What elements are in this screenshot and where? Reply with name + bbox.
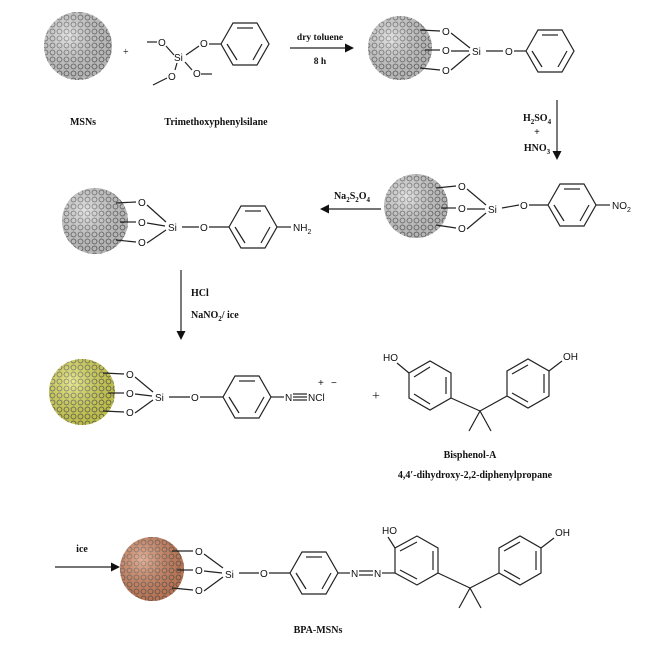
reagent-hcl: HCl xyxy=(191,288,209,299)
nitrophenyl-linker: O O O Si O NO2 xyxy=(435,182,631,235)
condition-ice: ice xyxy=(76,544,88,555)
svg-text:O: O xyxy=(126,408,134,419)
msn-particle-diazonium xyxy=(49,359,115,425)
svg-text:O: O xyxy=(195,547,203,558)
svg-text:O: O xyxy=(520,201,528,212)
svg-text:O: O xyxy=(193,69,201,80)
svg-text:O: O xyxy=(138,218,146,229)
svg-text:OH: OH xyxy=(555,528,570,539)
reagent-plus: + xyxy=(534,127,540,138)
svg-text:O: O xyxy=(168,72,176,83)
msn-particle-nitro xyxy=(384,174,448,238)
reagent-sodium-nitrite: NaNO2/ ice xyxy=(191,310,239,323)
reagent-sulfuric-acid: H2SO4 xyxy=(523,113,552,126)
svg-text:Si: Si xyxy=(472,47,481,58)
aminophenyl-linker: O O O Si O NH2 xyxy=(115,198,311,249)
svg-text:O: O xyxy=(442,46,450,57)
svg-text:O: O xyxy=(158,38,166,49)
siloxane-linker-phenyl: O O O Si O xyxy=(419,27,575,77)
svg-text:O: O xyxy=(200,223,208,234)
svg-text:−: − xyxy=(331,378,337,389)
product-label: BPA-MSNs xyxy=(294,625,343,636)
msn-particle-start xyxy=(44,12,112,80)
svg-text:NH2: NH2 xyxy=(293,223,311,236)
svg-text:N: N xyxy=(351,569,358,580)
svg-text:O: O xyxy=(195,566,203,577)
svg-text:O: O xyxy=(138,238,146,249)
svg-text:O: O xyxy=(260,569,268,580)
svg-text:O: O xyxy=(138,198,146,209)
bisphenol-a-structure: HO OH xyxy=(383,352,578,432)
reagent-nitric-acid: HNO3 xyxy=(524,143,551,156)
svg-text:Si: Si xyxy=(174,53,183,64)
svg-text:O: O xyxy=(191,393,199,404)
svg-text:Si: Si xyxy=(225,570,234,581)
svg-text:O: O xyxy=(126,389,134,400)
diazonium-linker: O O O Si O N NCl + − xyxy=(102,370,337,419)
condition-dry-toluene: dry toluene xyxy=(297,33,343,43)
svg-text:N: N xyxy=(374,569,381,580)
svg-text:O: O xyxy=(505,47,513,58)
svg-text:Si: Si xyxy=(488,205,497,216)
plus-small: + xyxy=(123,47,129,58)
msn-particle-bpa xyxy=(120,537,184,601)
reagent-sodium-dithionite: Na2S2O4 xyxy=(334,191,371,204)
svg-text:O: O xyxy=(442,27,450,38)
svg-text:O: O xyxy=(458,224,466,235)
plus-big: + xyxy=(372,389,380,404)
trimethoxyphenylsilane-structure: O Si O O O xyxy=(147,22,270,86)
svg-text:Si: Si xyxy=(168,223,177,234)
svg-text:HO: HO xyxy=(382,526,397,537)
condition-8h: 8 h xyxy=(314,57,327,67)
bpa-iupac-label: 4,4′-dihydroxy-2,2-diphenylpropane xyxy=(398,470,553,481)
svg-text:O: O xyxy=(458,204,466,215)
svg-text:O: O xyxy=(195,586,203,597)
bpa-azo-linker: O O O Si O N N HO OH xyxy=(171,526,570,609)
svg-text:+: + xyxy=(318,378,324,389)
svg-text:HO: HO xyxy=(383,353,398,364)
msn-particle-amino xyxy=(62,188,128,254)
silane-label: Trimethoxyphenylsilane xyxy=(164,117,268,128)
svg-text:Si: Si xyxy=(155,393,164,404)
msn-particle-phenyl xyxy=(368,16,432,80)
bpa-name-label: Bisphenol-A xyxy=(444,450,498,461)
svg-text:NO2: NO2 xyxy=(612,201,631,214)
svg-text:O: O xyxy=(458,182,466,193)
svg-text:O: O xyxy=(442,66,450,77)
svg-text:O: O xyxy=(126,370,134,381)
svg-text:N: N xyxy=(285,393,292,404)
svg-text:NCl: NCl xyxy=(308,393,325,404)
msns-label: MSNs xyxy=(70,117,96,128)
svg-text:OH: OH xyxy=(563,352,578,363)
svg-text:O: O xyxy=(200,39,208,50)
